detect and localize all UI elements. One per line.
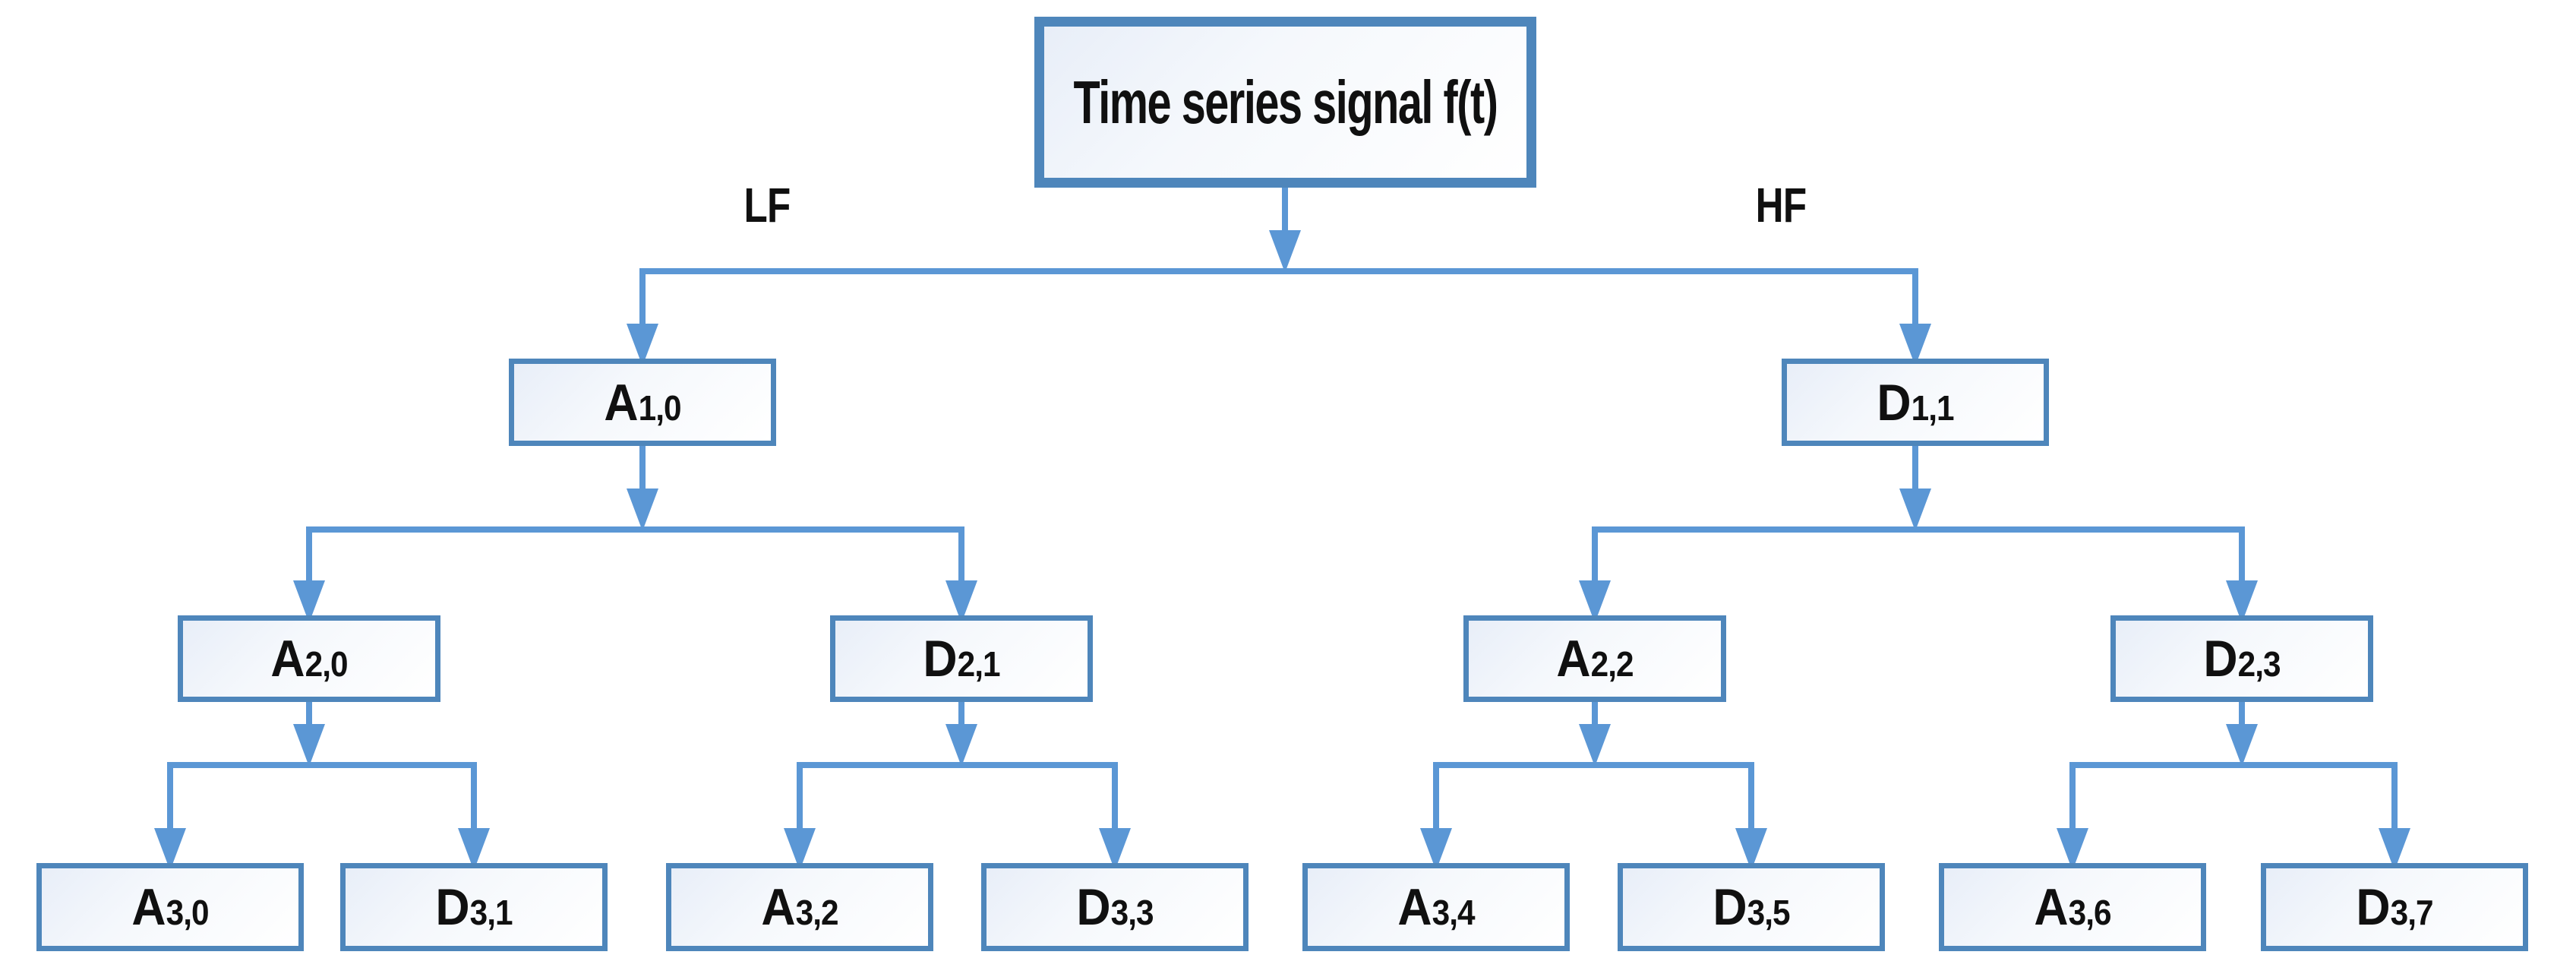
- connector-d21-split: [784, 702, 1131, 871]
- node-subscript: 3,4: [1432, 893, 1476, 932]
- root-title: Time series signal f(t): [1073, 68, 1498, 136]
- node-subscript: 3,2: [795, 893, 839, 932]
- node-subscript: 3,0: [166, 893, 210, 932]
- node-subscript: 3,7: [2390, 893, 2434, 932]
- node-label: A: [270, 630, 305, 688]
- arrow-down-icon: [293, 580, 325, 623]
- arrow-down-icon: [1735, 828, 1767, 871]
- arrow-down-icon: [945, 724, 977, 767]
- arrow-down-icon: [1099, 828, 1131, 871]
- arrow-down-icon: [154, 828, 186, 871]
- node-label: D: [1076, 878, 1111, 936]
- connector-a20-split: [154, 702, 490, 871]
- arrow-down-icon: [1899, 324, 1931, 366]
- node-label: A: [761, 878, 796, 936]
- connector-d11-split: [1579, 445, 2258, 623]
- arrow-down-icon: [627, 324, 658, 366]
- connector-d23-split: [2057, 702, 2410, 871]
- node-label: A: [1556, 630, 1591, 688]
- arrow-down-icon: [945, 580, 977, 623]
- node-subscript: 3,5: [1747, 893, 1791, 932]
- connector-a22-split: [1420, 702, 1767, 871]
- node-subscript: 3,3: [1110, 893, 1154, 932]
- node-label: A: [131, 878, 166, 936]
- arrow-down-icon: [1899, 488, 1931, 531]
- node-subscript: 2,2: [1590, 644, 1634, 684]
- node-label: D: [923, 630, 958, 688]
- node-subscript: 2,3: [2237, 644, 2281, 684]
- branch-label-lf: LF: [743, 178, 791, 232]
- node-label: D: [1713, 878, 1747, 936]
- node-subscript: 2,1: [957, 644, 1001, 684]
- node-subscript: 1,1: [1911, 387, 1955, 428]
- arrow-down-icon: [1579, 580, 1611, 623]
- node-label: D: [435, 878, 470, 936]
- node-subscript: 1,0: [638, 387, 682, 428]
- node-label: D: [2356, 878, 2391, 936]
- arrow-down-icon: [458, 828, 490, 871]
- connector-root-split: [627, 188, 1931, 366]
- node-label: D: [2203, 630, 2238, 688]
- arrow-down-icon: [784, 828, 816, 871]
- arrow-down-icon: [627, 488, 658, 531]
- arrow-down-icon: [1579, 724, 1611, 767]
- arrow-down-icon: [2057, 828, 2088, 871]
- node-subscript: 2,0: [305, 644, 349, 684]
- arrow-down-icon: [293, 724, 325, 767]
- node-subscript: 3,6: [2068, 893, 2112, 932]
- arrow-down-icon: [2379, 828, 2410, 871]
- node-label: D: [1877, 373, 1911, 432]
- node-label: A: [1397, 878, 1432, 936]
- arrow-down-icon: [2226, 724, 2258, 767]
- node-root: Time series signal f(t): [1034, 17, 1536, 188]
- node-label: A: [2034, 878, 2069, 936]
- node-subscript: 3,1: [469, 893, 513, 932]
- arrow-down-icon: [1269, 230, 1301, 273]
- node-label: A: [604, 373, 639, 432]
- connector-a10-split: [293, 446, 977, 623]
- arrow-down-icon: [2226, 580, 2258, 623]
- branch-label-hf: HF: [1755, 178, 1807, 232]
- arrow-down-icon: [1420, 828, 1452, 871]
